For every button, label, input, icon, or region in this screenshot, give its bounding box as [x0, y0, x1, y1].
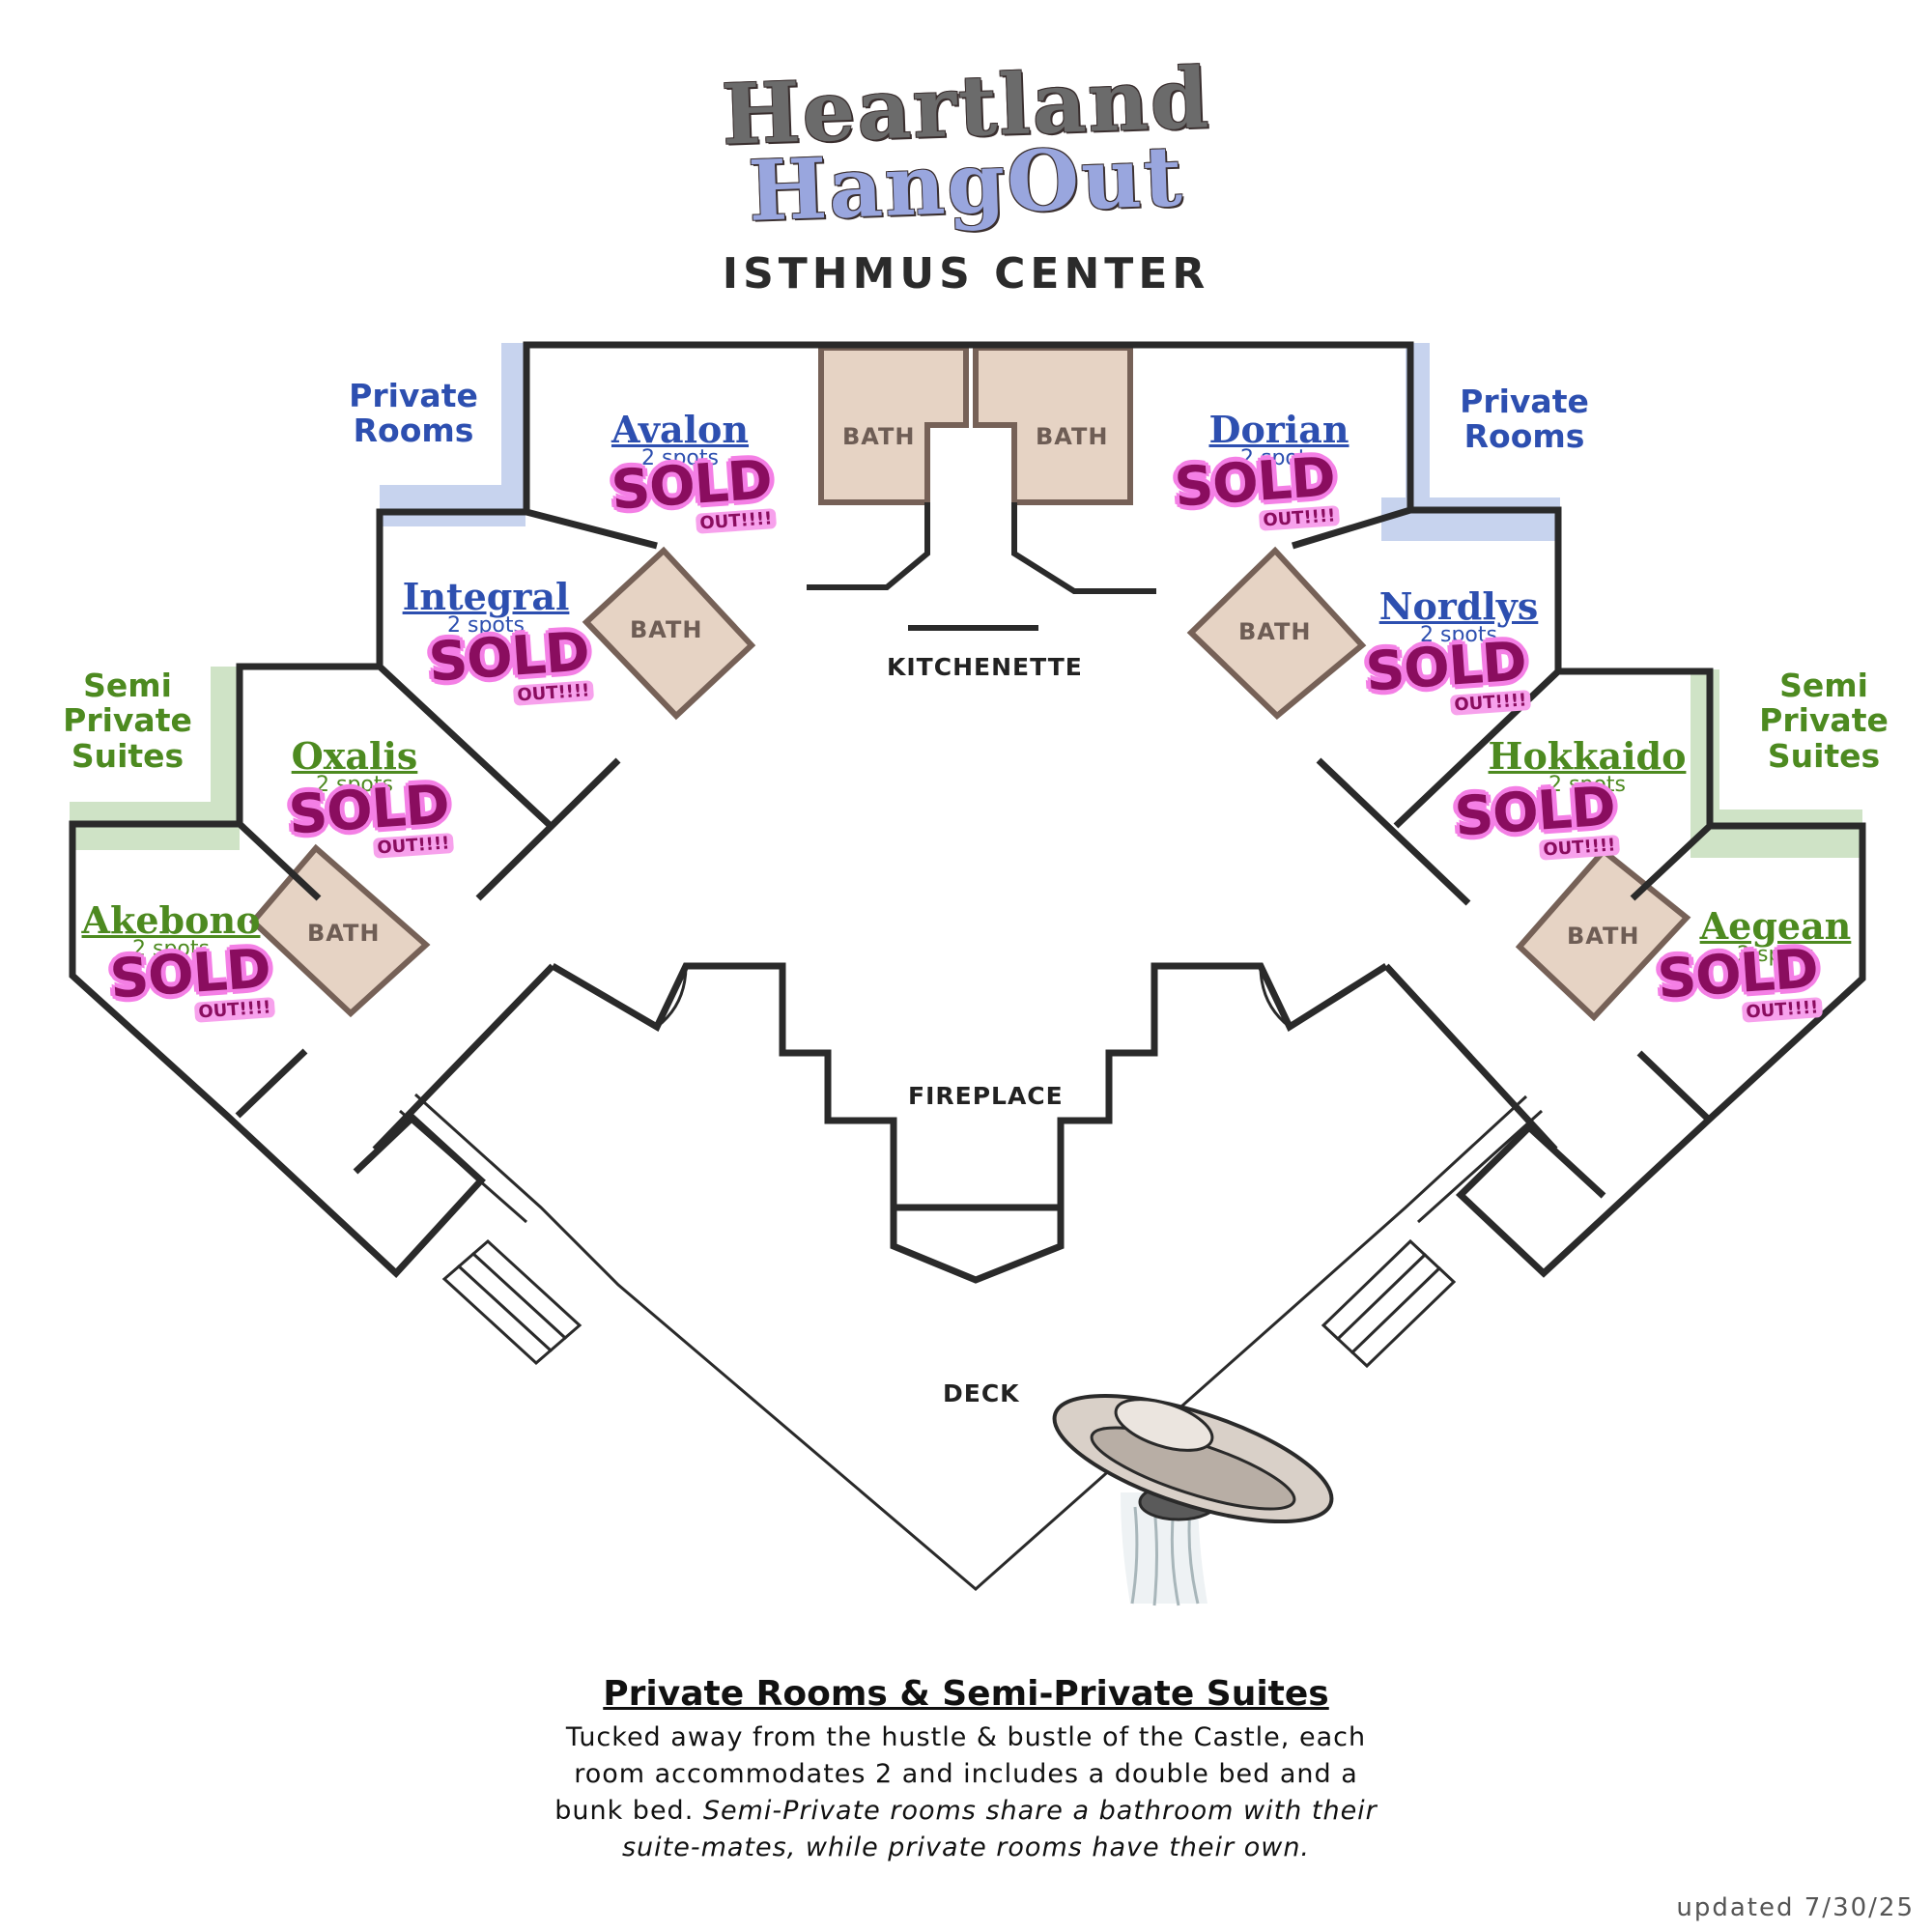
- room-oxalis[interactable]: Oxalis 2 spots: [248, 736, 461, 796]
- sold-out-badge-nordlys: SOLD OUT!!!!: [1362, 630, 1533, 738]
- room-spots: 2 spots: [1240, 445, 1318, 470]
- sold-out-badge-dorian: SOLD OUT!!!!: [1171, 445, 1342, 554]
- bath-label-integral: BATH: [630, 616, 703, 643]
- fireplace-label: FIREPLACE: [908, 1082, 1064, 1110]
- room-hokkaido[interactable]: Hokkaido 2 spots: [1481, 736, 1693, 796]
- door-swings: [656, 965, 1291, 1029]
- semi-highlight-right: [1690, 669, 1862, 858]
- room-spots: 2 spots: [316, 772, 393, 797]
- room-dorian[interactable]: Dorian 2 spots: [1173, 410, 1385, 469]
- room-name: Hokkaido: [1488, 734, 1687, 778]
- deck-stairs: [441, 1238, 1457, 1369]
- room-name: Akebono: [81, 898, 261, 942]
- room-spots: 2 spots: [1420, 622, 1497, 647]
- kitchenette-counter: [807, 502, 1156, 631]
- out-text: OUT!!!!: [695, 508, 778, 534]
- description-plain: Tucked away from the hustle & bustle of …: [554, 1722, 1367, 1826]
- kitchenette-label: KITCHENETTE: [887, 653, 1083, 681]
- room-name: Integral: [402, 575, 570, 618]
- out-text: OUT!!!!: [512, 680, 595, 706]
- room-spots: 2 spots: [1737, 942, 1814, 967]
- out-text: OUT!!!!: [1741, 997, 1824, 1023]
- bath-rooms: [248, 345, 1691, 1022]
- room-name: Oxalis: [291, 734, 418, 778]
- bath-label-nordlys: BATH: [1238, 618, 1312, 645]
- private-highlight-left: [380, 343, 526, 526]
- out-text: OUT!!!!: [1258, 505, 1341, 531]
- bath-label-top-right: BATH: [1036, 423, 1109, 450]
- room-name: Nordlys: [1378, 584, 1539, 628]
- room-spots: 2 spots: [1548, 772, 1626, 797]
- sold-out-badge-hokkaido: SOLD OUT!!!!: [1451, 775, 1622, 883]
- description-body: Tucked away from the hustle & bustle of …: [551, 1719, 1381, 1866]
- deck-label: DECK: [943, 1379, 1020, 1407]
- sold-out-badge-oxalis: SOLD OUT!!!!: [285, 773, 456, 881]
- room-name: Avalon: [611, 408, 750, 451]
- room-akebono[interactable]: Akebono 2 spots: [65, 900, 277, 960]
- out-text: OUT!!!!: [193, 997, 276, 1023]
- sold-out-badge-akebono: SOLD OUT!!!!: [106, 937, 277, 1045]
- out-text: OUT!!!!: [372, 833, 455, 859]
- ufo-icon: [1052, 1393, 1334, 1606]
- out-text: OUT!!!!: [1538, 835, 1621, 861]
- room-spots: 2 spots: [132, 936, 210, 961]
- room-avalon[interactable]: Avalon 2 spots: [574, 410, 786, 469]
- bath-label-top-left: BATH: [842, 423, 916, 450]
- building-walls: [69, 341, 1866, 1284]
- room-name: Dorian: [1208, 408, 1350, 451]
- description-italic: Semi-Private rooms share a bathroom with…: [621, 1796, 1378, 1862]
- updated-date: updated 7/30/25: [1676, 1893, 1915, 1922]
- description-heading: Private Rooms & Semi-Private Suites: [603, 1674, 1329, 1714]
- room-spots: 2 spots: [641, 445, 719, 470]
- room-spots: 2 spots: [447, 612, 525, 638]
- room-integral[interactable]: Integral 2 spots: [380, 577, 592, 637]
- room-aegean[interactable]: Aegean 2 spots: [1669, 906, 1882, 966]
- sold-out-badge-integral: SOLD OUT!!!!: [425, 620, 596, 728]
- room-nordlys[interactable]: Nordlys 2 spots: [1352, 586, 1565, 646]
- sold-out-badge-aegean: SOLD OUT!!!!: [1654, 937, 1825, 1045]
- deck-outline: [399, 1093, 1544, 1591]
- sold-out-badge-avalon: SOLD OUT!!!!: [608, 448, 779, 556]
- out-text: OUT!!!!: [1449, 690, 1532, 716]
- venue-subtitle: ISTHMUS CENTER: [722, 249, 1210, 298]
- bath-label-hokkaido-aegean: BATH: [1567, 923, 1640, 950]
- room-name: Aegean: [1699, 904, 1852, 948]
- bath-label-oxalis-akebono: BATH: [307, 920, 381, 947]
